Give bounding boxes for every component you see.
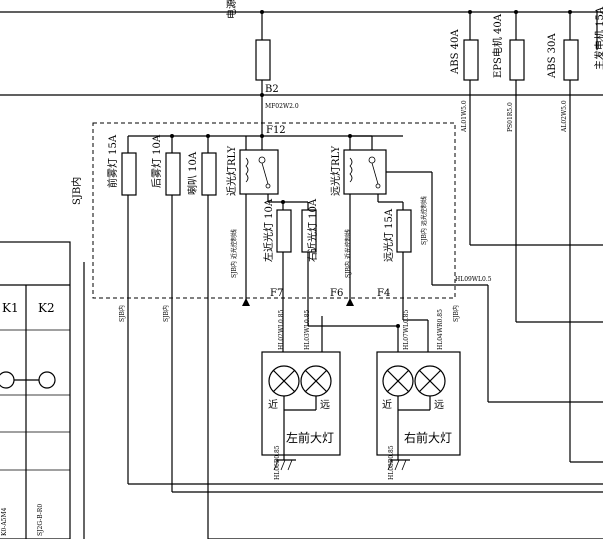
right-high-bulb (414, 365, 446, 397)
pin-f12: F12 (266, 125, 286, 136)
left-low-label: 左近光灯 10A (262, 198, 275, 262)
high-relay-coil (349, 157, 353, 183)
abs30-label: ABS 30A (547, 33, 558, 79)
wire-hl07: HL07WL0.85 (403, 309, 410, 350)
side-sjb-3: SJB内 (452, 305, 460, 322)
right-headlamp-title: 右前大灯 (404, 430, 452, 445)
low-relay-coil (245, 157, 249, 183)
ctrl-line-3: SJB内 远光控制线 (420, 196, 428, 245)
left-headlamp-title: 左前大灯 (286, 430, 334, 445)
pin-f7: F7 (270, 288, 283, 299)
wire-hl09: HL09WL0.5 (455, 276, 492, 283)
relay-k2: K2 (38, 301, 55, 315)
eps-fuse (509, 39, 525, 81)
power-fuse-label: 电源 40A (225, 0, 238, 19)
side-sjb-1: SJB内 (118, 305, 126, 322)
ctrl-line-1: SJB内 近光控制线 (230, 229, 238, 278)
left-low-text: 近 (268, 398, 278, 411)
wire-sj2g: SJ2G-B-R0 (37, 504, 44, 536)
horn-fuse (201, 152, 217, 196)
high-relay-label: 远光灯RLY (329, 145, 342, 196)
wire-hl03: HL03WL0.85 (304, 309, 311, 350)
wire-mf02: MF02W2.0 (265, 103, 299, 110)
high-fuse (396, 209, 412, 253)
wire-hl04: HL04WR0.85 (437, 309, 444, 350)
right-low-bulb (382, 365, 414, 397)
right-low-text: 近 (382, 398, 392, 411)
wire-hl08: HL08B0.85 (388, 445, 395, 480)
rear-fog-fuse (165, 152, 181, 196)
k2-contact (38, 371, 56, 389)
right-headlamp (376, 351, 461, 456)
horn-label: 喇叭 10A (187, 151, 199, 195)
front-fog-label: 前雾灯 15A (106, 134, 119, 188)
right-high-text: 远 (434, 399, 444, 411)
low-beam-relay (239, 149, 279, 195)
right-low-fuse (301, 209, 317, 253)
side-sjb-2: SJB内 (162, 305, 170, 322)
left-high-bulb (300, 365, 332, 397)
sjb-box (92, 122, 456, 299)
k1-contact (0, 371, 15, 389)
left-low-bulb (268, 365, 300, 397)
rear-fog-label: 后雾灯 10A (151, 134, 163, 188)
right-low-label: 右近光灯 10A (306, 198, 319, 262)
edge-fuse-label: 主发电机 15A (593, 6, 603, 70)
wire-k0: K0-A5M4 (1, 507, 8, 536)
eps-label: EPS电机 40A (491, 13, 504, 78)
left-low-fuse (276, 209, 292, 253)
ctrl-line-2: SJB内 近光控制线 (344, 229, 352, 278)
abs40-label: ABS 40A (450, 29, 461, 75)
abs40-fuse (463, 39, 479, 81)
wire-al02: AL02W5.0 (561, 100, 568, 133)
sjb-title: SJB内 (70, 177, 83, 205)
front-fog-fuse (121, 152, 137, 196)
left-high-text: 远 (320, 399, 330, 411)
left-headlamp (261, 351, 341, 456)
pin-f4: F4 (377, 288, 390, 299)
relay-table (0, 241, 71, 539)
wire-hl06: HL06B0.85 (274, 445, 281, 480)
abs30-fuse (563, 39, 579, 81)
pin-b2: B2 (265, 84, 279, 95)
pin-f6: F6 (330, 288, 343, 299)
wire-ps01: PS01R5.0 (507, 102, 514, 132)
wire-al01: AL01W5.0 (461, 100, 468, 133)
relay-k1: K1 (2, 301, 19, 315)
high-fuse-label: 远光灯 15A (382, 208, 395, 262)
low-relay-label: 近光灯RLY (225, 145, 238, 196)
wire-hl02: HL02WL0.85 (278, 309, 285, 350)
power-fuse (255, 39, 271, 81)
